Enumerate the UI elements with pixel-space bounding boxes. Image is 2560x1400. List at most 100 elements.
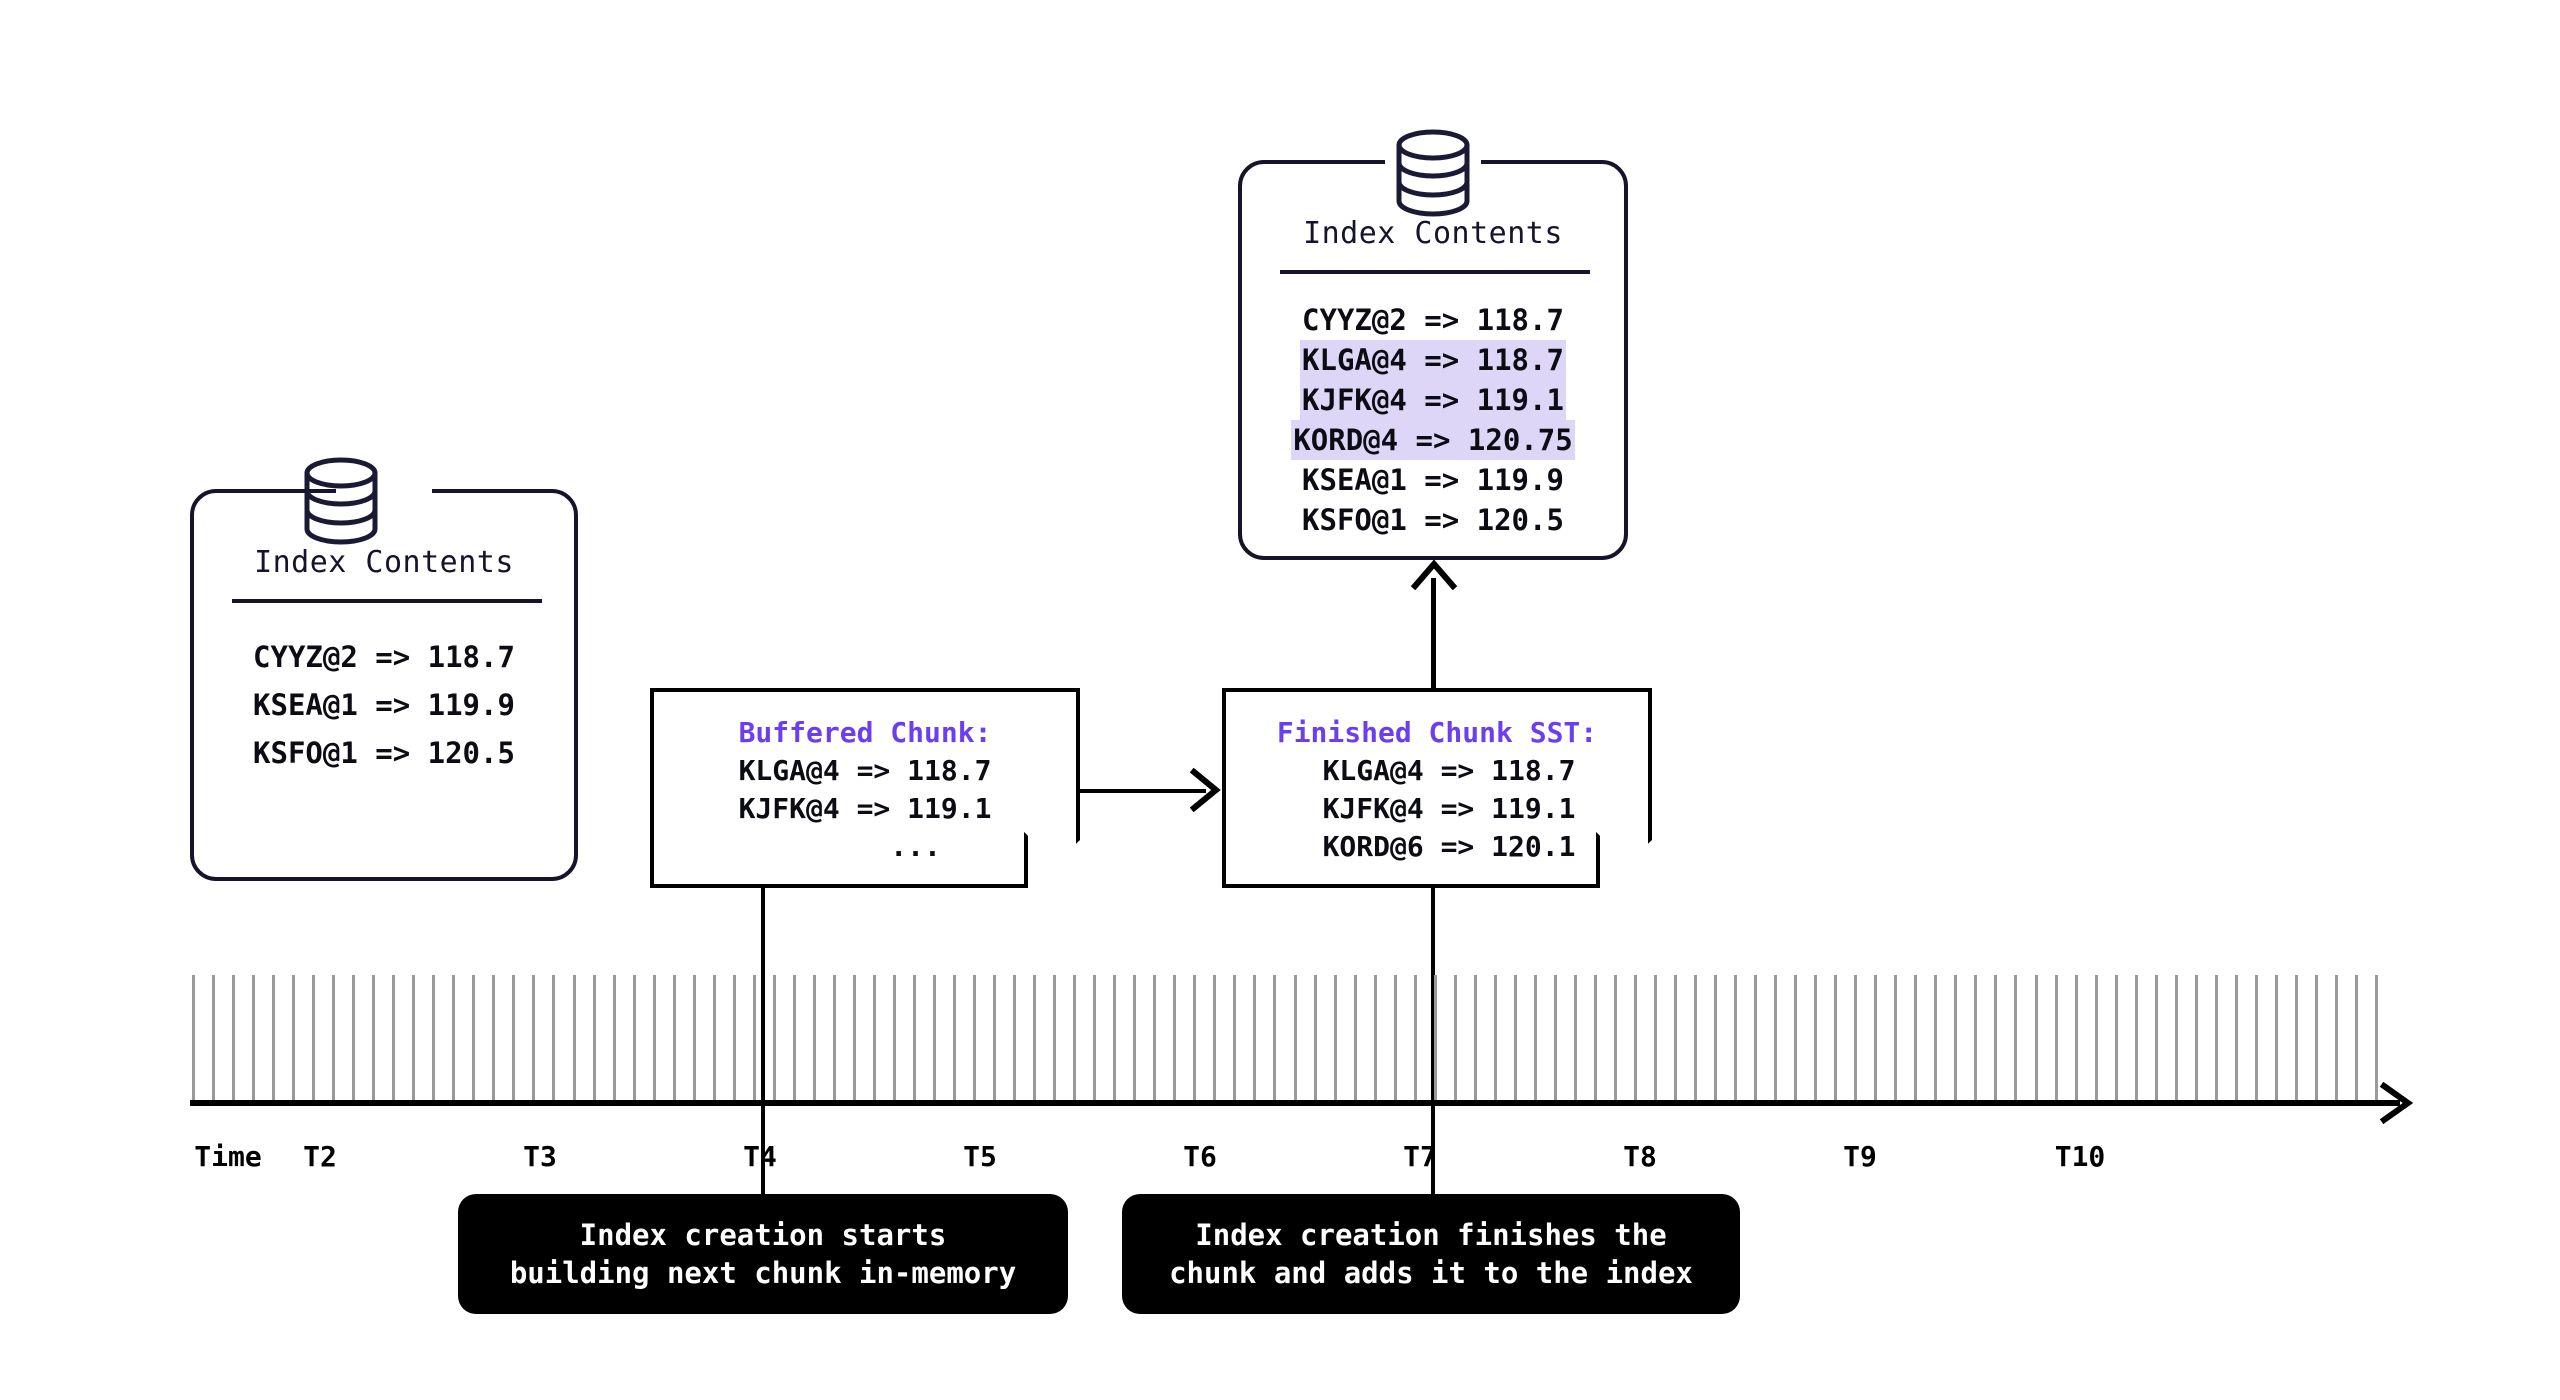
timeline-tick — [752, 975, 756, 1100]
timeline-tick — [1033, 975, 1037, 1100]
timeline-tick — [272, 975, 276, 1100]
timeline-tick — [1674, 975, 1678, 1100]
timeline-tick — [652, 975, 656, 1100]
timeline-tick — [2274, 975, 2278, 1100]
timeline-tick — [1874, 975, 1878, 1100]
index-row: KSEA@1 => 119.9 — [253, 688, 515, 722]
timeline-tick — [1754, 975, 1758, 1100]
callout-text: Index creation finishes the chunk and ad… — [1169, 1218, 1693, 1290]
timeline-tick — [552, 975, 556, 1100]
timeline-tick — [993, 975, 997, 1100]
timeline-tick — [412, 975, 416, 1100]
finished-chunk-title: Finished Chunk SST: — [1276, 716, 1598, 749]
timeline-tick — [592, 975, 596, 1100]
index-after-rule — [1280, 270, 1590, 274]
index-row: KSFO@1 => 120.5 — [1302, 503, 1564, 537]
timeline-tick — [2234, 975, 2238, 1100]
timeline-tick — [512, 975, 516, 1100]
timeline-tick — [1994, 975, 1998, 1100]
timeline-tick — [1553, 975, 1557, 1100]
timeline-tick — [1854, 975, 1858, 1100]
timeline-tick — [1533, 975, 1537, 1100]
index-before-rows: CYYZ@2 => 118.7 KSEA@1 => 119.9 KSFO@1 =… — [194, 633, 574, 777]
timeline-tick — [1333, 975, 1337, 1100]
timeline-tick — [1593, 975, 1597, 1100]
timeline-tick — [1313, 975, 1317, 1100]
timeline-tick — [252, 975, 256, 1100]
timeline-tick — [472, 975, 476, 1100]
timeline-tick — [933, 975, 936, 1100]
timeline-tick — [212, 975, 216, 1100]
finished-chunk-row: KORD@6 => 120.1 — [1322, 830, 1576, 863]
timeline-tick — [1613, 975, 1617, 1100]
index-after-title: Index Contents — [1303, 216, 1563, 251]
timeline-tick — [2134, 975, 2138, 1100]
timeline-tick — [2374, 975, 2378, 1100]
timeline-tick — [1053, 975, 1057, 1100]
timeline-tick-label-t8: T8 — [1623, 1140, 1657, 1173]
timeline-tick — [1073, 975, 1077, 1100]
timeline-tick — [1153, 975, 1157, 1100]
timeline-tick — [332, 975, 336, 1100]
timeline-tick — [1173, 975, 1177, 1100]
timeline-tick — [632, 975, 636, 1100]
timeline-tick — [1714, 975, 1718, 1100]
timeline-tick — [1834, 975, 1838, 1100]
timeline-tick — [192, 975, 195, 1100]
timeline-tick — [732, 975, 736, 1100]
buffered-chunk-row: KLGA@4 => 118.7 — [738, 754, 992, 787]
timeline-tick — [1373, 975, 1377, 1100]
timeline-tick — [672, 975, 676, 1100]
timeline-tick — [2094, 975, 2098, 1100]
timeline-tick — [352, 975, 356, 1100]
timeline-tick — [1353, 975, 1357, 1100]
timeline-tick — [292, 975, 296, 1100]
timeline-tick — [792, 975, 796, 1100]
index-row: KSFO@1 => 120.5 — [253, 736, 515, 770]
timeline-tick — [1694, 975, 1698, 1100]
timeline-axis-label: Time — [194, 1140, 262, 1173]
timeline-tick — [532, 975, 536, 1100]
finished-chunk-row: KJFK@4 => 119.1 — [1322, 792, 1576, 825]
buffered-chunk-row: ... — [789, 830, 941, 863]
timeline-tick — [1934, 975, 1938, 1100]
timeline-tick — [492, 975, 496, 1100]
timeline-tick — [2154, 975, 2158, 1100]
buffered-chunk-note: Buffered Chunk: KLGA@4 => 118.7 KJFK@4 =… — [650, 688, 1080, 888]
timeline-tick-label-t9: T9 — [1843, 1140, 1877, 1173]
finished-chunk-content: Finished Chunk SST: KLGA@4 => 118.7 KJFK… — [1222, 688, 1652, 888]
timeline-tick — [1193, 975, 1197, 1100]
timeline-tick — [2314, 975, 2318, 1100]
index-insert-arrow-line — [1431, 578, 1436, 688]
chunk-flow-arrow-line — [1080, 789, 1206, 793]
finished-chunk-sst-note: Finished Chunk SST: KLGA@4 => 118.7 KJFK… — [1222, 688, 1652, 888]
timeline-tick — [2214, 975, 2218, 1100]
index-after-rows: CYYZ@2 => 118.7 KLGA@4 => 118.7 KJFK@4 =… — [1242, 300, 1624, 540]
timeline-tick — [2074, 975, 2078, 1100]
timeline-tick — [1213, 975, 1217, 1100]
timeline-tick — [452, 975, 456, 1100]
index-before-title: Index Contents — [254, 545, 514, 580]
timeline-tick — [572, 975, 576, 1100]
timeline-arrow-head-icon — [2379, 1081, 2414, 1125]
timeline-tick — [912, 975, 916, 1100]
timeline-tick — [1954, 975, 1958, 1100]
timeline-tick — [1113, 975, 1117, 1100]
index-row: CYYZ@2 => 118.7 — [1302, 303, 1564, 337]
timeline-tick-label-t10: T10 — [2054, 1140, 2106, 1173]
t4-connector-line — [761, 888, 765, 1100]
timeline-tick — [1653, 975, 1657, 1100]
timeline-tick — [2114, 975, 2118, 1100]
timeline-tick — [2054, 975, 2058, 1100]
index-row: KLGA@4 => 118.7 — [1300, 340, 1566, 380]
timeline-tick — [973, 975, 977, 1100]
index-row: CYYZ@2 => 118.7 — [253, 640, 515, 674]
timeline-tick — [2034, 975, 2038, 1100]
timeline-tick — [1774, 975, 1778, 1100]
timeline-tick — [712, 975, 716, 1100]
timeline-tick — [953, 975, 957, 1100]
callout-text: Index creation starts building next chun… — [509, 1218, 1017, 1290]
timeline-tick — [1273, 975, 1277, 1100]
index-contents-after-box: Index Contents CYYZ@2 => 118.7 KLGA@4 =>… — [1238, 156, 1628, 560]
timeline-tick — [1393, 975, 1397, 1100]
